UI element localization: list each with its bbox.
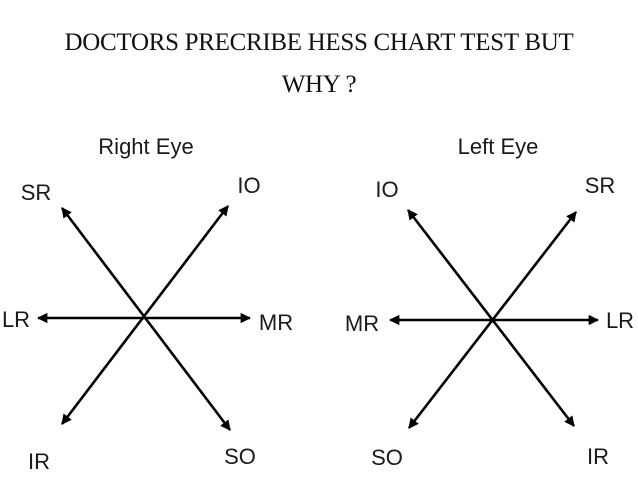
right-eye-label-upper-left: SR	[21, 180, 52, 205]
slide-title-line-2: WHY ?	[281, 71, 357, 98]
left-eye-label-upper-right: SR	[585, 173, 616, 198]
left-eye-label-left: MR	[345, 311, 379, 336]
right-eye-title: Right Eye	[98, 134, 193, 159]
left-eye-label-right: LR	[606, 308, 634, 333]
right-eye-label-lower-left: IR	[28, 449, 50, 474]
right-eye-io-ir-axis	[60, 205, 230, 425]
left-eye-title: Left Eye	[458, 134, 539, 159]
slide-title: DOCTORS PRECRIBE HESS CHART TEST BUT WHY…	[0, 22, 638, 106]
left-eye-label-lower-right: IR	[587, 444, 609, 469]
left-eye-label-upper-left: IO	[375, 177, 398, 202]
right-eye-label-lower-right: SO	[224, 444, 256, 469]
left-eye-io-ir-axis	[406, 209, 576, 427]
right-eye-label-right: MR	[259, 310, 293, 335]
slide-title-line-1: DOCTORS PRECRIBE HESS CHART TEST BUT	[64, 29, 574, 56]
right-eye-label-upper-right: IO	[237, 173, 260, 198]
left-eye-label-lower-left: SO	[371, 445, 403, 470]
right-eye-diagram: Right Eye SR IO LR MR IR SO	[2, 134, 293, 474]
left-eye-diagram: Left Eye IO SR MR LR SO IR	[345, 134, 634, 470]
right-eye-label-left: LR	[2, 307, 30, 332]
